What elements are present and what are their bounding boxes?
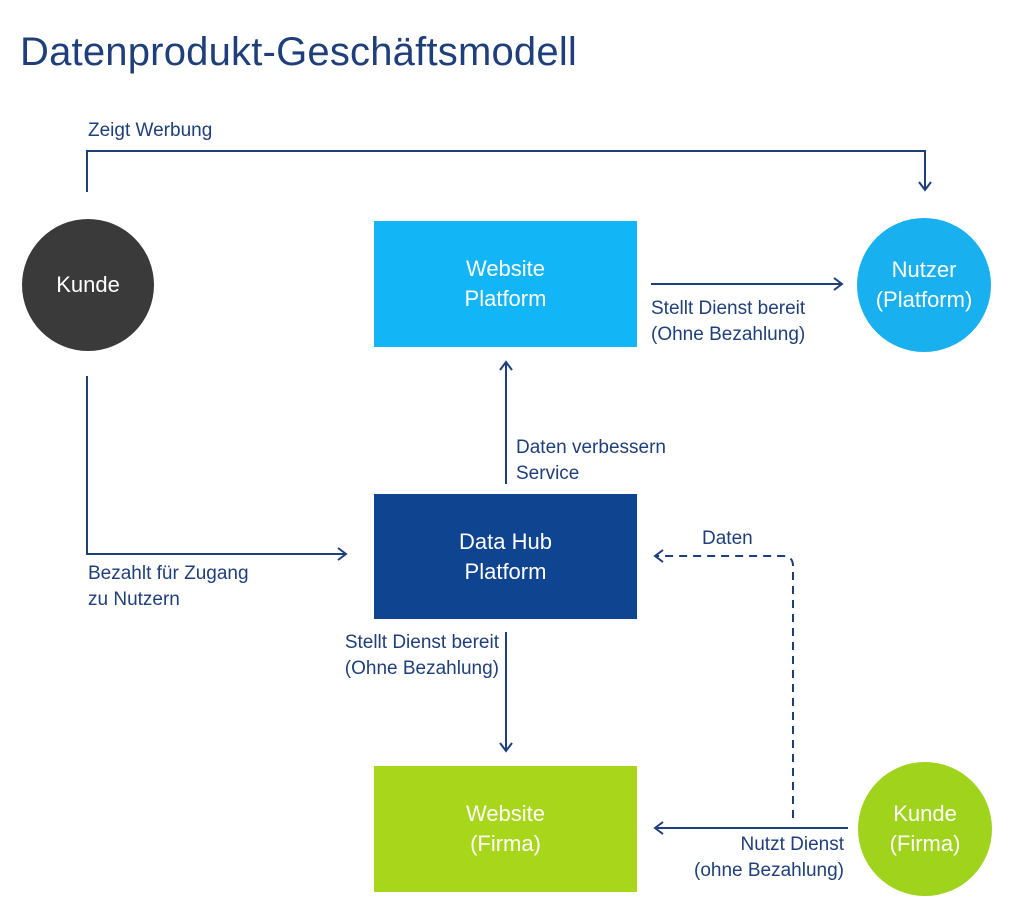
node-nutzer-platform-line1: Nutzer bbox=[891, 257, 957, 282]
label-bezahlt-line2: zu Nutzern bbox=[88, 589, 180, 610]
node-kunde-label: Kunde bbox=[56, 272, 120, 297]
node-data-hub-line2: Platform bbox=[464, 558, 547, 584]
node-website-firma[interactable]: Website (Firma) bbox=[374, 766, 637, 892]
label-stellt-dienst-bottom-line1: Stellt Dienst bereit bbox=[344, 632, 499, 653]
node-nutzer-platform[interactable]: Nutzer (Platform) bbox=[857, 218, 991, 352]
label-nutzt-dienst-line2: (ohne Bezahlung) bbox=[694, 860, 844, 881]
label-stellt-dienst-top: Stellt Dienst bereit (Ohne Bezahlung) bbox=[651, 296, 805, 348]
node-data-hub-line1: Data Hub bbox=[459, 528, 552, 554]
label-daten-verbessern-line1: Daten verbessern bbox=[516, 437, 666, 458]
edge-bezahlt bbox=[86, 376, 348, 561]
node-website-platform-line1: Website bbox=[465, 256, 546, 281]
node-data-hub[interactable]: Data Hub Platform bbox=[374, 494, 637, 619]
label-zeigt-werbung-line1: Zeigt Werbung bbox=[88, 120, 213, 141]
label-daten: Daten bbox=[702, 526, 753, 552]
edge-daten bbox=[653, 549, 794, 818]
node-website-platform[interactable]: Website Platform bbox=[374, 221, 637, 347]
node-website-platform-line2: Platform bbox=[464, 286, 547, 311]
node-kunde-firma-line2: (Firma) bbox=[889, 831, 961, 856]
node-kunde-firma-line1: Kunde bbox=[893, 801, 957, 826]
label-daten-verbessern: Daten verbessern Service bbox=[516, 435, 666, 487]
label-stellt-dienst-top-line2: (Ohne Bezahlung) bbox=[651, 324, 806, 345]
label-daten-line1: Daten bbox=[702, 528, 753, 549]
edge-zeigt-werbung bbox=[86, 150, 932, 192]
label-nutzt-dienst: Nutzt Dienst (ohne Bezahlung) bbox=[660, 832, 844, 884]
label-stellt-dienst-top-line1: Stellt Dienst bereit bbox=[651, 298, 806, 319]
node-kunde[interactable]: Kunde bbox=[22, 219, 154, 351]
label-daten-verbessern-line2: Service bbox=[516, 463, 580, 484]
label-bezahlt: Bezahlt für Zugang zu Nutzern bbox=[88, 561, 249, 613]
label-bezahlt-line1: Bezahlt für Zugang bbox=[88, 563, 249, 584]
label-stellt-dienst-bottom-line2: (Ohne Bezahlung) bbox=[344, 658, 499, 679]
node-kunde-firma[interactable]: Kunde (Firma) bbox=[858, 762, 992, 896]
page-title: Datenprodukt-Geschäftsmodell bbox=[20, 30, 577, 74]
node-nutzer-platform-line2: (Platform) bbox=[875, 287, 973, 312]
node-website-firma-line2: (Firma) bbox=[470, 831, 541, 856]
label-stellt-dienst-bottom: Stellt Dienst bereit (Ohne Bezahlung) bbox=[300, 630, 499, 682]
node-website-firma-line1: Website bbox=[465, 801, 546, 826]
label-zeigt-werbung: Zeigt Werbung bbox=[88, 118, 212, 144]
label-nutzt-dienst-line1: Nutzt Dienst bbox=[740, 834, 844, 855]
